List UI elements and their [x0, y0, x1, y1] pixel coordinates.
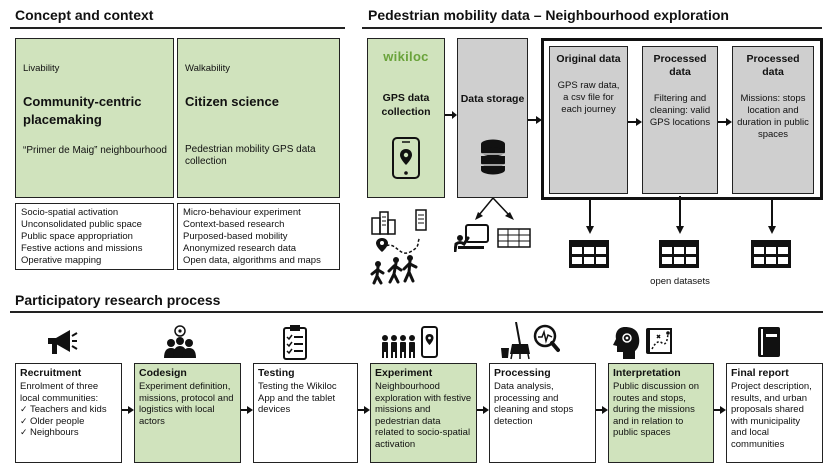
- arrow-step-4: [477, 405, 489, 415]
- check-item: Neighbours: [20, 427, 117, 439]
- walkability-label: Walkability: [185, 63, 231, 74]
- step-recruitment: Recruitment Enrolment of three local com…: [15, 363, 122, 463]
- list-item: Micro-behaviour experiment: [183, 207, 301, 218]
- check-item: Teachers and kids: [20, 404, 110, 416]
- dataset-table-icon: [659, 240, 699, 268]
- tablet-user-icon: [454, 224, 490, 252]
- processed-data-box-2: Processed data Missions: stops location …: [732, 46, 814, 194]
- arrow-step-5: [596, 405, 608, 415]
- data-storage-box: Data storage: [457, 38, 528, 198]
- step-title: Processing: [494, 367, 551, 379]
- mobility-title: Pedestrian mobility data – Neighbourhood…: [368, 7, 729, 23]
- processed-data-title-1: Processed data: [653, 53, 707, 78]
- processed-data-title-2: Processed data: [746, 53, 800, 78]
- processed-data-box-1: Processed data Filtering and cleaning: v…: [642, 46, 718, 194]
- process-title-underline: [10, 311, 823, 313]
- original-data-title: Original data: [556, 53, 621, 65]
- step-final-report: Final report Project description, result…: [726, 363, 823, 463]
- step-desc: Testing the Wikiloc App and the tablet d…: [258, 381, 337, 415]
- arrow-step-2: [241, 405, 253, 415]
- city-route-icon: [368, 208, 436, 286]
- arrow-down-processed-1: [675, 196, 685, 234]
- arrow-processed-to-processed: [718, 117, 732, 127]
- step-title: Testing: [258, 367, 295, 379]
- arrow-down-original: [585, 198, 595, 234]
- list-item: Purposed-based mobility: [183, 231, 288, 242]
- storage-split-arrows: [470, 198, 520, 222]
- arrow-step-6: [714, 405, 726, 415]
- table-grid-icon: [497, 228, 531, 248]
- original-data-box: Original data GPS raw data, a csv file f…: [549, 46, 628, 194]
- livability-list-box: Socio-spatial activation Unconsolidated …: [15, 203, 174, 270]
- arrow-down-processed-2: [767, 198, 777, 234]
- data-storage-label: Data storage: [460, 93, 525, 105]
- smartphone-location-icon: [392, 137, 420, 179]
- walkability-list: Micro-behaviour experiment Context-based…: [183, 207, 334, 267]
- list-item: Context-based research: [183, 219, 285, 230]
- step-desc: Enrolment of three local communities:: [20, 381, 99, 404]
- dataset-table-icon: [751, 240, 791, 268]
- step-title: Final report: [731, 367, 789, 379]
- open-datasets-label: open datasets: [650, 276, 710, 287]
- step-title: Recruitment: [20, 367, 82, 379]
- step-title: Experiment: [375, 367, 433, 379]
- step-title: Codesign: [139, 367, 187, 379]
- list-item: Socio-spatial activation: [21, 207, 119, 218]
- step-desc: Public discussion on routes and stops, d…: [613, 381, 700, 438]
- list-item: Operative mapping: [21, 255, 102, 266]
- process-title: Participatory research process: [15, 292, 221, 308]
- step-title: Interpretation: [613, 367, 681, 379]
- walkability-list-box: Micro-behaviour experiment Context-based…: [177, 203, 340, 270]
- walkability-heading: Citizen science: [185, 94, 279, 109]
- step-interpretation: Interpretation Public discussion on rout…: [608, 363, 714, 463]
- livability-list: Socio-spatial activation Unconsolidated …: [21, 207, 168, 267]
- people-phone-icon: [380, 326, 440, 360]
- list-item: Anonymized research data: [183, 243, 297, 254]
- book-icon: [757, 326, 781, 358]
- step-codesign: Codesign Experiment definition, missions…: [134, 363, 241, 463]
- step-experiment: Experiment Neighbourhood exploration wit…: [370, 363, 477, 463]
- walkability-box: Walkability Citizen science Pedestrian m…: [177, 38, 340, 198]
- group-icon: [163, 324, 197, 360]
- livability-label: Livability: [23, 63, 60, 74]
- wikiloc-logo: wikiloc: [383, 49, 429, 64]
- processed-data-desc-2: Missions: stops location and duration in…: [737, 93, 809, 140]
- step-desc: Neighbourhood exploration with festive m…: [375, 381, 472, 450]
- data-pipeline-frame: [541, 38, 823, 200]
- arrow-step-1: [122, 405, 134, 415]
- original-data-desc: GPS raw data, a csv file for each journe…: [557, 80, 620, 115]
- livability-heading: Community-centric placemaking: [23, 94, 142, 127]
- arrow-original-to-processed: [628, 117, 642, 127]
- list-item: Unconsolidated public space: [21, 219, 142, 230]
- processed-data-desc-1: Filtering and cleaning: valid GPS locati…: [649, 93, 711, 128]
- livability-sub: “Primer de Maig” neighbourhood: [23, 145, 167, 156]
- list-item: Festive actions and missions: [21, 243, 143, 254]
- arrow-gps-to-storage: [445, 110, 457, 120]
- arrow-storage-to-original: [528, 115, 542, 125]
- recruitment-checklist: Teachers and kids Older people Neighbour…: [20, 404, 117, 439]
- arrow-step-3: [358, 405, 370, 415]
- database-icon: [480, 139, 506, 175]
- livability-box: Livability Community-centric placemaking…: [15, 38, 174, 198]
- concept-title-underline: [10, 27, 345, 29]
- list-item: Public space appropriation: [21, 231, 133, 242]
- checklist-icon: [283, 325, 307, 360]
- step-desc: Data analysis, processing and cleaning a…: [494, 381, 574, 427]
- step-testing: Testing Testing the Wikiloc App and the …: [253, 363, 358, 463]
- head-map-icon: [613, 325, 673, 361]
- list-item: Open data, algorithms and maps: [183, 255, 321, 266]
- cleaning-icon: [500, 322, 560, 360]
- dataset-table-icon: [569, 240, 609, 268]
- step-desc: Project description, results, and urban …: [731, 381, 812, 450]
- megaphone-icon: [44, 328, 78, 356]
- gps-collection-box: wikiloc GPS data collection: [367, 38, 445, 198]
- check-item: Older people: [20, 416, 117, 428]
- mobility-title-underline: [362, 27, 822, 29]
- concept-title: Concept and context: [15, 7, 154, 23]
- step-desc: Experiment definition, missions, protoco…: [139, 381, 234, 427]
- step-processing: Processing Data analysis, processing and…: [489, 363, 596, 463]
- walkability-sub: Pedestrian mobility GPS data collection: [185, 144, 316, 167]
- gps-collection-label: GPS data collection: [381, 92, 431, 118]
